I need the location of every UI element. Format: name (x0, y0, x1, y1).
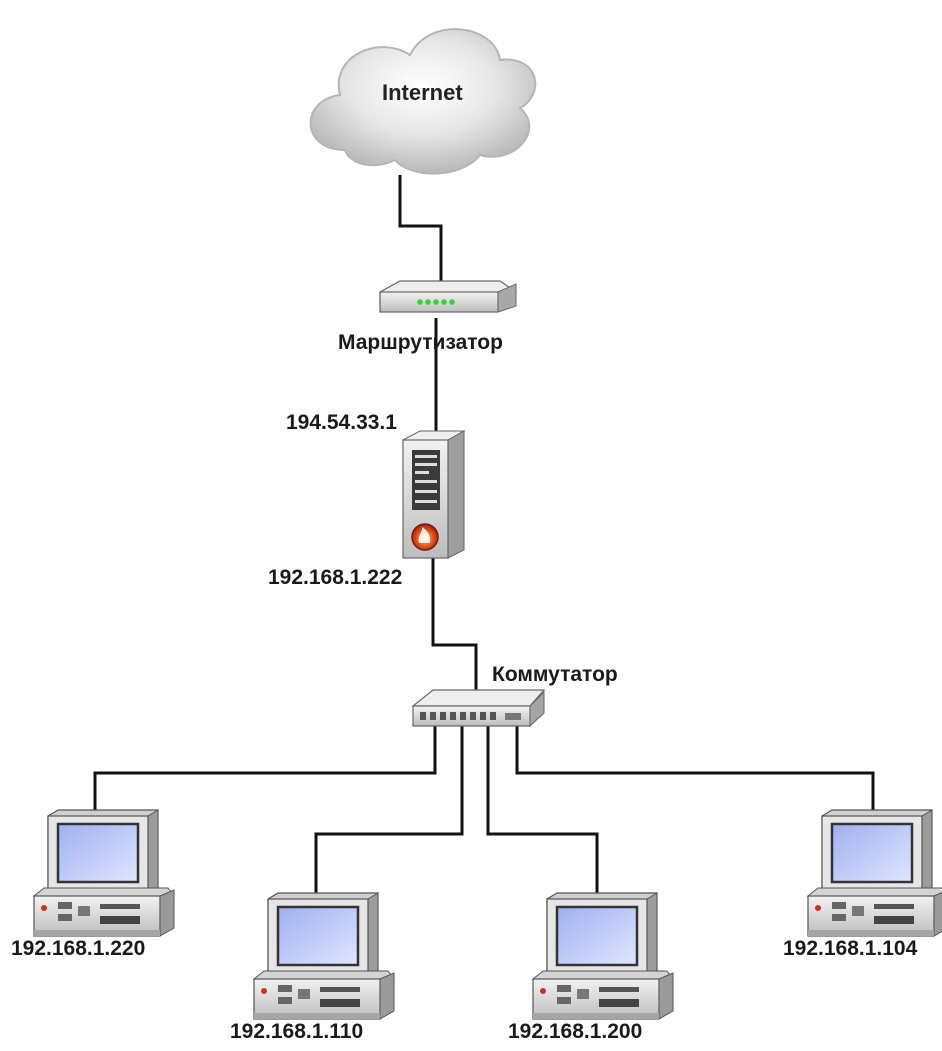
firewall-external-ip: 194.54.33.1 (286, 411, 397, 434)
switch-label: Коммутатор (492, 663, 618, 686)
router-icon (379, 280, 518, 313)
computer-icon (806, 808, 942, 938)
computer-ip-label: 192.168.1.220 (11, 937, 146, 960)
internet-label: Internet (382, 80, 463, 105)
cable-switch-pc3 (486, 726, 599, 895)
computer-ip-label: 192.168.1.110 (230, 1020, 364, 1043)
router-label: Маршрутизатор (338, 331, 503, 354)
cable-firewall-switch (431, 556, 478, 695)
cable-switch-pc2 (314, 726, 464, 895)
computer-icon (32, 808, 176, 938)
switch-icon (411, 689, 546, 728)
computer-ip-label: 192.168.1.104 (783, 937, 918, 960)
computer-icon (252, 891, 396, 1021)
cable-switch-pc4 (515, 726, 875, 812)
computer-icon (531, 891, 675, 1021)
firewall-icon (402, 430, 466, 559)
cable-switch-pc1 (93, 726, 437, 812)
cables (93, 175, 875, 895)
cloud-icon (309, 28, 537, 175)
cable-internet-router (398, 175, 443, 288)
computer-ip-label: 192.168.1.200 (508, 1020, 643, 1043)
firewall-internal-ip: 192.168.1.222 (268, 566, 403, 589)
